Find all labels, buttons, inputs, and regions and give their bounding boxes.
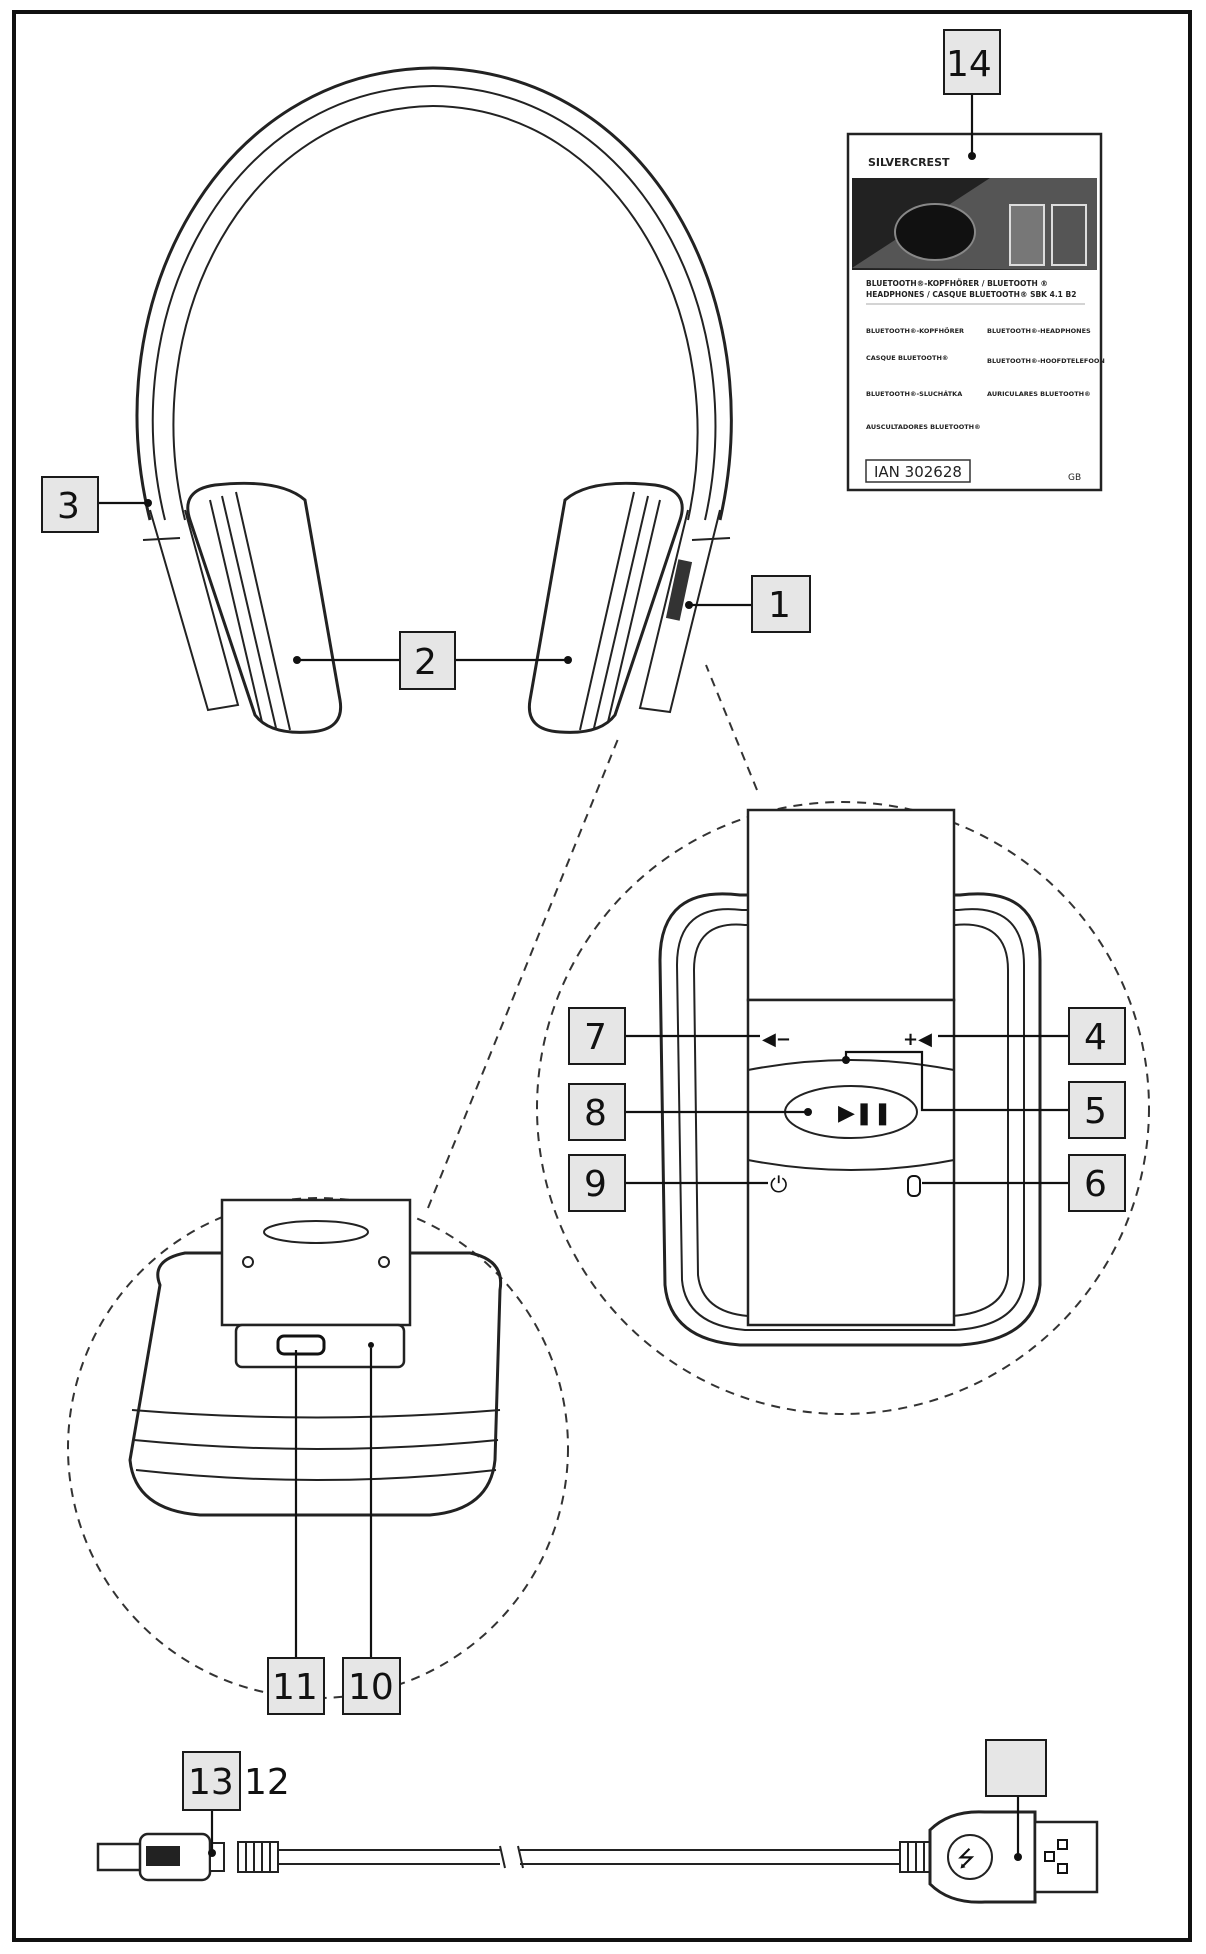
svg-text:7: 7 bbox=[584, 1017, 607, 1058]
svg-text:GB: GB bbox=[1068, 473, 1081, 483]
manual-brand: SILVERCREST bbox=[868, 156, 950, 169]
callout-11: 11 bbox=[267, 1657, 325, 1715]
svg-text:6: 6 bbox=[1084, 1164, 1107, 1205]
manual-item-5: BLUETOOTH®-SLUCHÁTKA bbox=[866, 389, 962, 398]
left-earcup bbox=[186, 481, 343, 734]
manual-item-1: BLUETOOTH®-KOPFHÖRER bbox=[866, 326, 964, 335]
manual-title-line1: BLUETOOTH®-KOPFHÖRER / BLUETOOTH ® bbox=[866, 279, 1048, 288]
callout-6: 6 bbox=[1068, 1154, 1126, 1212]
right-controls bbox=[665, 559, 693, 621]
controls-detail: ▶❚❚ ◀− +◀ ⏻ bbox=[536, 664, 1150, 1415]
callout-7: 7 bbox=[568, 1007, 626, 1065]
play-pause-icon: ▶❚❚ bbox=[838, 1101, 892, 1126]
left-slider bbox=[149, 509, 240, 712]
usb-icon: ⭍ bbox=[957, 1847, 975, 1872]
port-detail bbox=[67, 733, 621, 1699]
callout-12: 12 bbox=[244, 1762, 290, 1803]
volume-down-icon: ◀− bbox=[762, 1029, 791, 1050]
manual-title-line2: HEADPHONES / CASQUE BLUETOOTH® SBK 4.1 B… bbox=[866, 290, 1076, 299]
callout-3: 3 bbox=[41, 476, 99, 533]
usb-cable: ⭍ bbox=[96, 1810, 1099, 1904]
manual-item-7: AUSCULTADORES BLUETOOTH® bbox=[866, 423, 981, 431]
callout-14: 14 bbox=[943, 29, 1001, 95]
headband-inner-line bbox=[151, 84, 717, 521]
micro-usb-port bbox=[276, 1334, 326, 1356]
callout-8: 8 bbox=[568, 1083, 626, 1141]
svg-text:9: 9 bbox=[584, 1164, 607, 1205]
svg-text:1: 1 bbox=[768, 585, 791, 626]
callout-5: 5 bbox=[1068, 1081, 1126, 1139]
manual-item-2: BLUETOOTH®-HEADPHONES bbox=[987, 327, 1091, 335]
svg-text:13: 13 bbox=[188, 1762, 234, 1803]
power-icon: ⏻ bbox=[770, 1173, 787, 1198]
microphone-icon bbox=[907, 1175, 921, 1197]
headband-outer bbox=[135, 66, 733, 521]
callout-blank bbox=[985, 1739, 1047, 1797]
headband-inner bbox=[172, 104, 699, 521]
svg-text:14: 14 bbox=[946, 44, 992, 85]
callout-4: 4 bbox=[1068, 1007, 1126, 1065]
right-earcup bbox=[527, 481, 684, 734]
manual-cover: SILVERCREST BLUETOOTH®-KOPFHÖRER / BLUET… bbox=[846, 132, 1105, 492]
manual-item-3: CASQUE BLUETOOTH® bbox=[866, 354, 948, 362]
manual-item-6: AURICULARES BLUETOOTH® bbox=[987, 390, 1091, 398]
svg-text:12: 12 bbox=[244, 1762, 290, 1803]
volume-up-icon: +◀ bbox=[903, 1029, 932, 1050]
svg-text:8: 8 bbox=[584, 1093, 607, 1134]
callout-13: 13 bbox=[182, 1751, 241, 1811]
callout-1: 1 bbox=[751, 575, 811, 633]
svg-text:10: 10 bbox=[348, 1667, 394, 1708]
leader-lines bbox=[98, 94, 1069, 1861]
svg-text:4: 4 bbox=[1084, 1017, 1107, 1058]
headphones bbox=[135, 66, 733, 734]
callout-10: 10 bbox=[342, 1657, 401, 1715]
manual-item-4: BLUETOOTH®-HOOFDTELEFOON bbox=[987, 357, 1105, 365]
callout-9: 9 bbox=[568, 1154, 626, 1212]
manual-ian: IAN 302628 bbox=[874, 463, 962, 481]
right-slider bbox=[638, 509, 721, 714]
svg-text:2: 2 bbox=[414, 642, 437, 683]
svg-text:5: 5 bbox=[1084, 1091, 1107, 1132]
svg-text:11: 11 bbox=[272, 1667, 318, 1708]
led-indicator bbox=[368, 1342, 374, 1348]
svg-text:3: 3 bbox=[57, 486, 80, 527]
page-border bbox=[12, 10, 1192, 1942]
callout-2: 2 bbox=[399, 631, 456, 690]
